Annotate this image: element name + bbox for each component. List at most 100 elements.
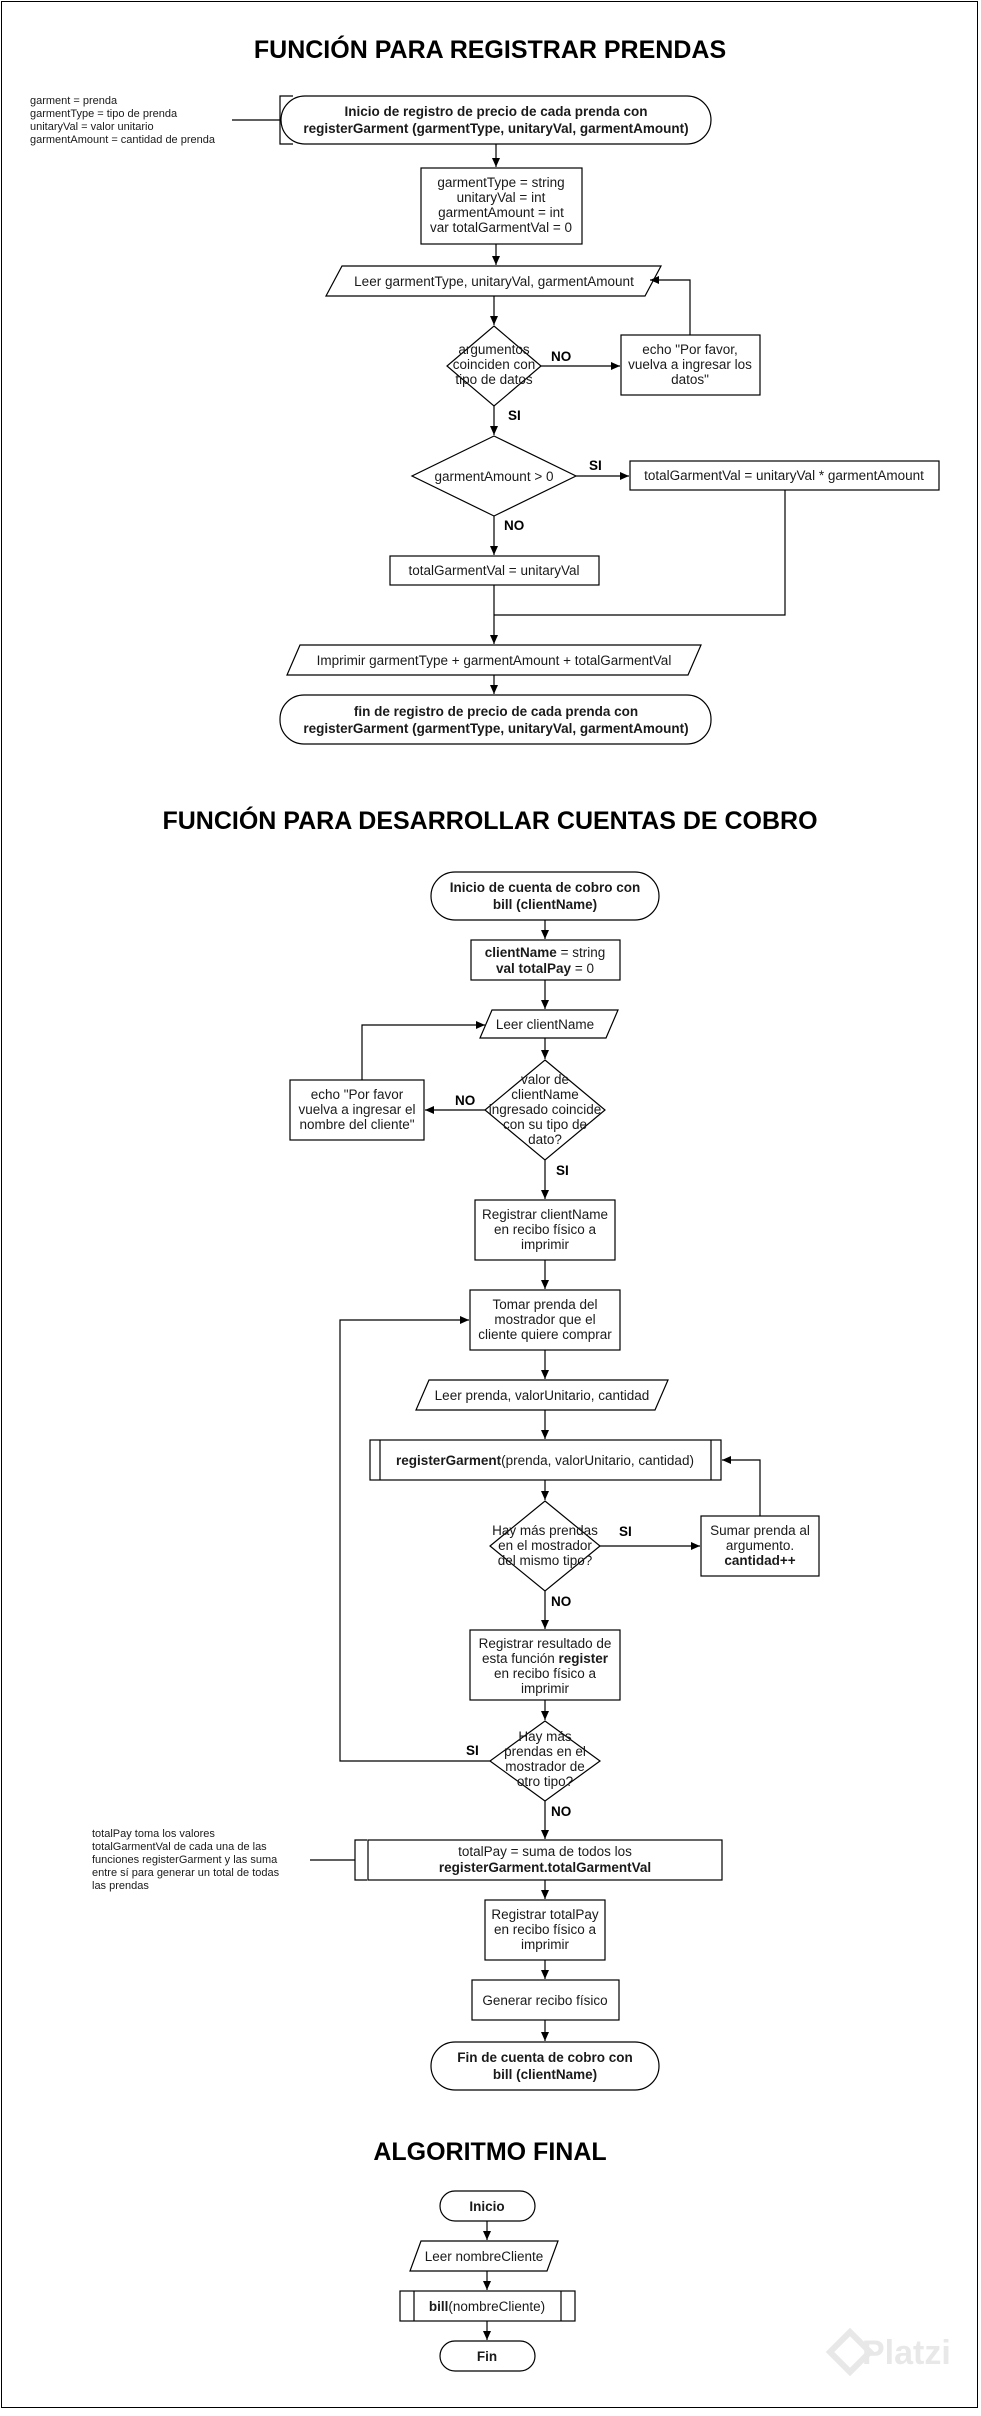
- s2-register-line-3: imprimir: [521, 1237, 569, 1252]
- s1-calc-merge-line: [494, 490, 786, 616]
- s2-check-line-2: clientName: [511, 1087, 579, 1102]
- s1-no-label: NO: [551, 349, 571, 364]
- s1-variables-box: [420, 167, 583, 245]
- s2-register-client-box: [474, 1199, 616, 1261]
- s1-print-label: Imprimir garmentType + garmentAmount + t…: [317, 653, 672, 668]
- svg-text:funciones registerGarment y l: funciones registerGarment y las suma: [92, 1854, 278, 1866]
- s2-take-garment-box: [469, 1289, 621, 1351]
- s2-result-line-4: imprimir: [521, 1681, 569, 1696]
- s2-var-line-2: val totalPay = 0: [496, 961, 594, 976]
- s2-more-same-line-1: Hay más prendas: [492, 1523, 598, 1538]
- svg-text:garmentType = tipo de prenda: garmentType = tipo de prenda: [30, 108, 178, 120]
- svg-text:las prendas: las prendas: [92, 1880, 149, 1892]
- s2-register-total-box: [484, 1899, 606, 1961]
- s2-no-3-label: NO: [551, 1804, 571, 1819]
- s2-more-other-line-2: prendas en el: [504, 1744, 586, 1759]
- s1-note-bracket: [232, 95, 293, 145]
- s2-more-other-line-4: otro tipo?: [517, 1774, 573, 1789]
- s2-retry-box: [289, 1079, 425, 1141]
- s2-end-line-2: bill (clientName): [493, 2067, 597, 2082]
- s3-end-label: Fin: [477, 2349, 497, 2364]
- s2-more-other-loop: [339, 1316, 490, 1762]
- svg-text:unitaryVal = valor unitario: unitaryVal = valor unitario: [30, 121, 154, 133]
- s2-register-total-line-2: en recibo físico a: [494, 1922, 597, 1937]
- s3-read-input: [409, 2240, 559, 2272]
- s2-start-line-1: Inicio de cuenta de cobro con: [450, 880, 641, 895]
- s3-call-label: bill(nombreCliente): [429, 2299, 545, 2314]
- s1-end-line-1: fin de registro de precio de cada prenda…: [354, 704, 638, 719]
- s2-note-bracket: [310, 1839, 367, 1881]
- s2-register-line-2: en recibo físico a: [494, 1222, 597, 1237]
- svg-text:Platzi: Platzi: [862, 2334, 951, 2372]
- s2-retry-line-3: nombre del cliente": [299, 1117, 414, 1132]
- s2-check-line-5: dato?: [528, 1132, 562, 1147]
- s2-start-line-2: bill (clientName): [493, 897, 597, 912]
- svg-text:totalGarmentVal de cada una de: totalGarmentVal de cada una de las: [92, 1841, 267, 1853]
- s2-sum-line-2: registerGarment.totalGarmentVal: [439, 1860, 651, 1875]
- s2-result-line-1: Registrar resultado de: [479, 1636, 612, 1651]
- s1-var-line-1: garmentType = string: [437, 175, 564, 190]
- s2-register-total-line-3: imprimir: [521, 1937, 569, 1952]
- s1-var-line-4: var totalGarmentVal = 0: [430, 220, 572, 235]
- s2-read-garment-input: [415, 1379, 669, 1411]
- s1-cond-label: garmentAmount > 0: [435, 469, 554, 484]
- svg-text:totalPay toma los valores: totalPay toma los valores: [92, 1828, 215, 1840]
- s2-add-line-3: cantidad++: [724, 1553, 795, 1568]
- s2-result-line-3: en recibo físico a: [494, 1666, 597, 1681]
- s2-take-line-1: Tomar prenda del: [492, 1297, 597, 1312]
- s3-end-terminal: [439, 2340, 536, 2372]
- s1-start-line-1: Inicio de registro de precio de cada pre…: [344, 104, 647, 119]
- s1-calc-label: totalGarmentVal = unitaryVal * garmentAm…: [644, 468, 924, 483]
- s1-check-line-1: argumentos: [458, 342, 530, 357]
- s2-generate-box: [471, 1979, 620, 2021]
- s2-si-2-label: SI: [619, 1524, 632, 1539]
- section-3-title: ALGORITMO FINAL: [373, 2138, 606, 2166]
- s2-generate-label: Generar recibo físico: [482, 1993, 607, 2008]
- s2-result-line-2: esta función register: [482, 1651, 609, 1666]
- s1-end-line-2: registerGarment (garmentType, unitaryVal…: [303, 721, 688, 736]
- s2-more-other-line-3: mostrador de: [505, 1759, 585, 1774]
- s2-register-garment-call: [369, 1439, 722, 1481]
- s1-check-line-2: coinciden con: [453, 357, 536, 372]
- s1-var-line-3: garmentAmount = int: [438, 205, 564, 220]
- s2-check-line-1: valor de: [521, 1072, 569, 1087]
- s1-start-line-2: registerGarment (garmentType, unitaryVal…: [303, 121, 688, 136]
- s2-add-garment-box: [700, 1515, 820, 1577]
- s1-check-line-3: tipo de datos: [455, 372, 533, 387]
- s1-assign-label: totalGarmentVal = unitaryVal: [409, 563, 580, 578]
- s2-total-note: totalPay toma los valores totalGarmentVa…: [92, 1828, 280, 1892]
- s2-retry-line-1: echo "Por favor: [311, 1087, 404, 1102]
- s1-retry-line-1: echo "Por favor,: [642, 342, 738, 357]
- s2-end-terminal: [430, 2041, 660, 2091]
- s1-assign-box: [389, 555, 600, 586]
- s2-register-line-1: Registrar clientName: [482, 1207, 608, 1222]
- s2-no-label: NO: [455, 1093, 475, 1108]
- s3-start-label: Inicio: [469, 2199, 504, 2214]
- s1-no-2-label: NO: [504, 518, 524, 533]
- s2-call-label: registerGarment(prenda, valorUnitario, c…: [396, 1453, 694, 1468]
- s2-register-total-line-1: Registrar totalPay: [491, 1907, 599, 1922]
- s2-sum-line-1: totalPay = suma de todos los: [458, 1844, 632, 1859]
- s2-check-line-3: ingresado coincide: [489, 1102, 602, 1117]
- s2-sum-box: [367, 1839, 723, 1881]
- s1-retry-line-2: vuelva a ingresar los: [628, 357, 752, 372]
- svg-text:garment = prenda: garment = prenda: [30, 95, 118, 107]
- s2-more-other-line-1: Hay más: [518, 1729, 572, 1744]
- s2-si-3-label: SI: [466, 1743, 479, 1758]
- s1-calc-box: [629, 460, 940, 491]
- s2-read-label: Leer clientName: [496, 1017, 594, 1032]
- s3-read-label: Leer nombreCliente: [425, 2249, 544, 2264]
- section-1-title: FUNCIÓN PARA REGISTRAR PRENDAS: [254, 34, 726, 64]
- s3-bill-call: [399, 2290, 576, 2322]
- s1-variable-note: garment = prenda garmentType = tipo de p…: [30, 95, 216, 146]
- s1-read-input: [325, 265, 662, 297]
- s2-add-line-2: argumento.: [726, 1538, 794, 1553]
- s1-end-terminal: [279, 694, 712, 745]
- section-2-title: FUNCIÓN PARA DESARROLLAR CUENTAS DE COBR…: [162, 805, 817, 835]
- s2-no-2-label: NO: [551, 1594, 571, 1609]
- s2-end-line-1: Fin de cuenta de cobro con: [457, 2050, 633, 2065]
- s1-si-2-label: SI: [589, 458, 602, 473]
